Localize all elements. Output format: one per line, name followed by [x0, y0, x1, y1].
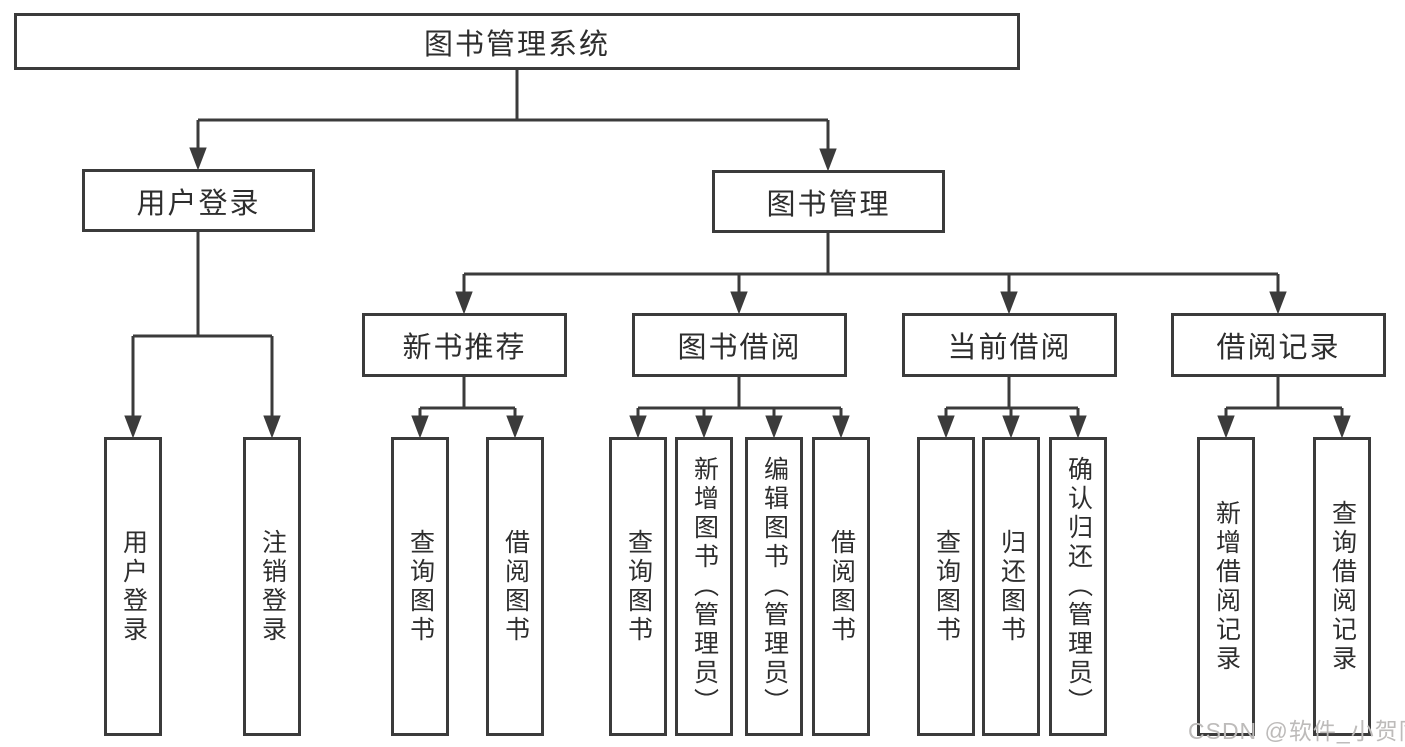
node-current-borrowing: 当前借阅 — [902, 313, 1117, 377]
leaf-add-book-admin-label: 新增图书（管理员） — [690, 456, 719, 717]
leaf-add-borrow-record-label: 新增借阅记录 — [1212, 499, 1241, 674]
leaf-add-book-admin: 新增图书（管理员） — [675, 437, 733, 736]
leaf-query-books-borrowing: 查询图书 — [609, 437, 667, 736]
node-borrowing-records: 借阅记录 — [1171, 313, 1386, 377]
leaf-query-books-recommend: 查询图书 — [391, 437, 449, 736]
node-new-book-recommendation: 新书推荐 — [362, 313, 567, 377]
leaf-return-book: 归还图书 — [982, 437, 1040, 736]
leaf-edit-book-admin: 编辑图书（管理员） — [745, 437, 803, 736]
leaf-logout: 注销登录 — [243, 437, 301, 736]
leaf-borrow-books-recommend-label: 借阅图书 — [501, 528, 530, 645]
leaf-user-login-label: 用户登录 — [119, 528, 148, 645]
leaf-confirm-return-admin: 确认归还（管理员） — [1049, 437, 1107, 736]
leaf-query-books-recommend-label: 查询图书 — [406, 528, 435, 645]
node-user-login: 用户登录 — [82, 169, 315, 232]
leaf-query-borrow-record: 查询借阅记录 — [1313, 437, 1371, 736]
leaf-edit-book-admin-label: 编辑图书（管理员） — [760, 456, 789, 717]
node-library-management-system: 图书管理系统 — [14, 13, 1020, 70]
leaf-query-books-borrowing-label: 查询图书 — [624, 528, 653, 645]
node-book-management: 图书管理 — [712, 170, 945, 233]
leaf-add-borrow-record: 新增借阅记录 — [1197, 437, 1255, 736]
csdn-watermark: CSDN @软件_小贺同学 — [1188, 718, 1405, 744]
leaf-confirm-return-admin-label: 确认归还（管理员） — [1064, 456, 1093, 717]
leaf-query-borrow-record-label: 查询借阅记录 — [1328, 499, 1357, 674]
leaf-borrow-books-recommend: 借阅图书 — [486, 437, 544, 736]
leaf-borrow-books-borrowing-label: 借阅图书 — [827, 528, 856, 645]
leaf-query-books-current-label: 查询图书 — [932, 528, 961, 645]
leaf-logout-label: 注销登录 — [258, 528, 287, 645]
leaf-borrow-books-borrowing: 借阅图书 — [812, 437, 870, 736]
leaf-query-books-current: 查询图书 — [917, 437, 975, 736]
leaf-return-book-label: 归还图书 — [997, 528, 1026, 645]
leaf-user-login: 用户登录 — [104, 437, 162, 736]
node-book-borrowing: 图书借阅 — [632, 313, 847, 377]
